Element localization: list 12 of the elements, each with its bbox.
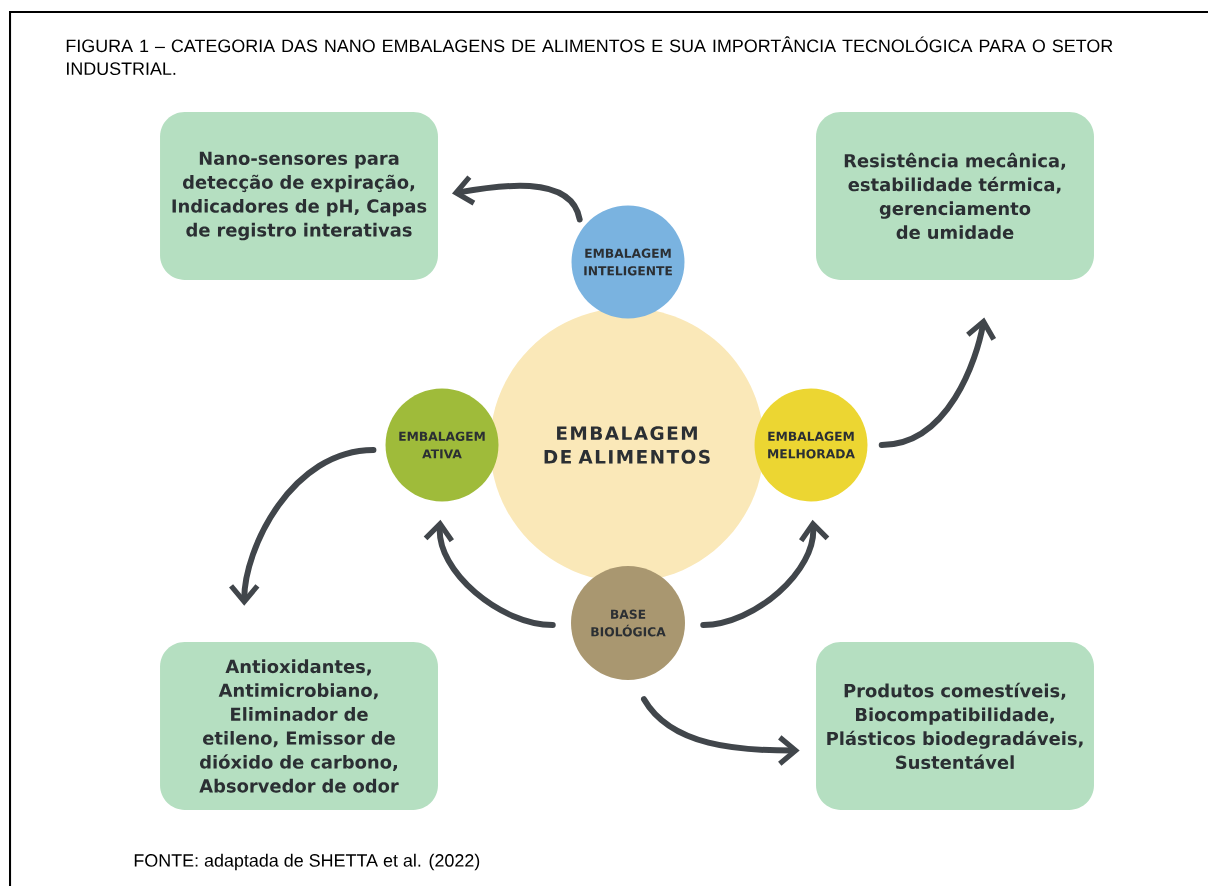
curved-arrow: [229, 446, 377, 606]
info-box: Produtos comestíveis, Biocompatibilidade, Plásticos biodegradáveis, Sustentável: [816, 642, 1094, 810]
info-box: Resistência mecânica, estabilidade térmica, gerenciamento de umidade: [816, 112, 1094, 280]
curved-arrow: [641, 696, 800, 766]
curved-arrow: [878, 317, 997, 448]
info-box: Antioxidantes, Antimicrobiano, Eliminador de etileno, Emissor de dióxido de carbono, Absorvedor de odor: [160, 642, 438, 810]
curved-arrow: [700, 519, 830, 628]
info-box: Nano-sensores para detecção de expiração, Indicadores de pH, Capas de registro interativas: [160, 112, 438, 280]
curved-arrow: [423, 519, 556, 628]
figure-title: FIGURA 1 – CATEGORIA DAS NANO EMBALAGENS DE ALIMENTOS E SUA IMPORTÂNCIA TECNOLÓGICA PARA O SETOR INDUSTRIAL.: [66, 36, 1113, 75]
curved-arrow: [452, 175, 583, 223]
source-note: FONTE: adaptada de SHETTA et al. (2022): [134, 853, 480, 871]
